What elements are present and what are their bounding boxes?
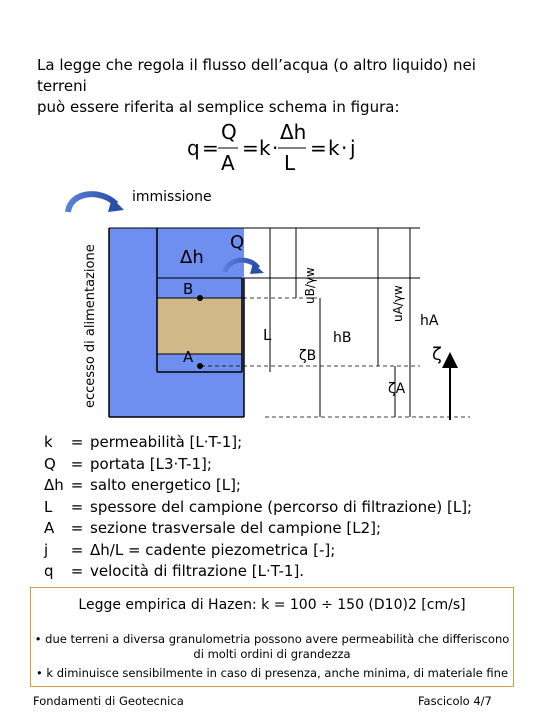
legend-symbol: k	[44, 433, 53, 451]
point-B	[197, 295, 203, 301]
point-A	[197, 363, 203, 369]
formula-A: A	[221, 151, 235, 175]
legend-symbol: q	[44, 562, 54, 580]
formula-Q: Q	[221, 120, 237, 144]
legend-equals: =	[70, 540, 84, 559]
permeability-formula: q = Q A = k · Δh L = k · j	[187, 120, 356, 175]
hazen-law: Legge empirica di Hazen: k = 100 ÷ 150 (…	[78, 597, 466, 613]
formula-dot-1: ·	[272, 136, 278, 160]
formula-dh: Δh	[280, 120, 306, 144]
label-uA: uA/γw	[391, 285, 405, 322]
legend-equals: =	[70, 497, 84, 516]
formula-k-2: k	[328, 136, 340, 160]
label-dh: Δh	[180, 247, 204, 268]
formula-j: j	[349, 136, 356, 160]
legend-equals: =	[70, 519, 84, 537]
legend-row: q = velocità di filtrazione [L·T-1].	[44, 561, 472, 583]
flow-diagram: immissione eccesso di alimentazione Δh Q…	[65, 189, 470, 420]
label-L: L	[263, 326, 272, 344]
label-zeta: ζ	[432, 344, 442, 365]
symbol-legend: k = permeabilità [L·T-1]; Q = portata [L3·T-1…	[44, 432, 472, 583]
legend-description: spessore del campione (percorso di filtr…	[90, 497, 473, 516]
outflow-arrowhead-icon	[250, 263, 264, 274]
intro-text: La legge che regola il flusso dell’acqua…	[37, 55, 517, 118]
legend-description: velocità di filtrazione [L·T-1].	[90, 562, 305, 580]
legend-description: Δh/L = cadente piezometrica [-];	[90, 540, 336, 559]
formula-L: L	[284, 151, 296, 175]
label-B: B	[183, 280, 193, 298]
legend-description: salto energetico [L];	[90, 476, 241, 494]
intro-line-2: può essere riferita al semplice schema i…	[37, 98, 400, 116]
label-Q: Q	[230, 232, 244, 253]
formula-k-1: k	[259, 136, 271, 160]
legend-row: j = Δh/L = cadente piezometrica [-];	[44, 540, 472, 562]
footer-right: Fascicolo 4/7	[418, 694, 492, 708]
legend-symbol: Q	[44, 454, 56, 473]
label-zetaA: ζA	[388, 381, 406, 397]
inflow-arrow-icon	[65, 191, 119, 213]
legend-symbol: Δh	[44, 476, 64, 494]
formula-dot-2: ·	[341, 136, 347, 160]
hazen-bullet-1-line-2: di molti ordini di grandezza	[193, 647, 351, 661]
formula-eq-2: =	[242, 136, 259, 160]
label-zetaB: ζB	[299, 348, 316, 364]
legend-row: Q = portata [L3·T-1];	[44, 454, 472, 476]
footer-left: Fondamenti di Geotecnica	[33, 694, 184, 708]
label-hA: hA	[420, 313, 439, 329]
label-A: A	[183, 348, 194, 366]
legend-symbol: j	[44, 540, 49, 559]
hazen-box: Legge empirica di Hazen: k = 100 ÷ 150 (…	[30, 587, 514, 687]
legend-row: A = sezione trasversale del campione [L2];	[44, 518, 472, 540]
label-uB: uB/γw	[303, 267, 317, 304]
legend-description: portata [L3·T-1];	[90, 454, 212, 473]
legend-row: k = permeabilità [L·T-1];	[44, 432, 472, 454]
legend-symbol: L	[44, 497, 53, 516]
hazen-bullet-2: • k diminuisce sensibilmente in caso di …	[35, 666, 509, 680]
formula-q: q	[187, 136, 200, 160]
formula-eq-1: =	[202, 136, 219, 160]
legend-row: L = spessore del campione (percorso di fil…	[44, 497, 472, 519]
inflow-arrowhead-icon	[108, 198, 124, 212]
label-hB: hB	[333, 330, 351, 346]
formula-eq-3: =	[310, 136, 327, 160]
legend-symbol: A	[44, 519, 55, 537]
legend-equals: =	[70, 476, 84, 494]
legend-description: permeabilità [L·T-1];	[90, 433, 243, 451]
label-eccesso-alimentazione: eccesso di alimentazione	[83, 244, 98, 408]
label-immissione: immissione	[132, 189, 212, 205]
legend-row: Δh = salto energetico [L];	[44, 475, 472, 497]
hazen-bullet-1-line-1: • due terreni a diversa granulometria po…	[34, 632, 510, 646]
legend-equals: =	[70, 433, 84, 451]
legend-description: sezione trasversale del campione [L2];	[90, 519, 382, 537]
soil-sample	[157, 298, 242, 354]
legend-equals: =	[70, 562, 84, 580]
intro-line-1: La legge che regola il flusso dell’acqua…	[37, 56, 476, 95]
legend-equals: =	[70, 454, 84, 473]
